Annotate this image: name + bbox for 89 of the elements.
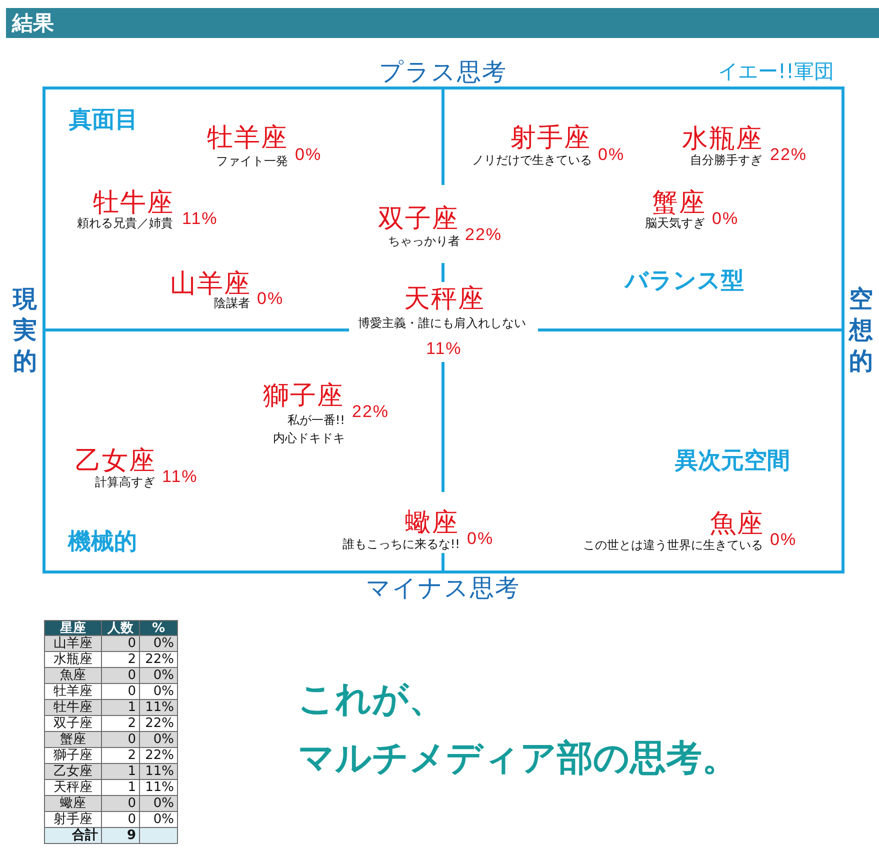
table-cell: 0 bbox=[102, 684, 140, 700]
trait-text: 誰もこっちに来るな!! bbox=[342, 538, 460, 550]
percent-value: 22% bbox=[352, 403, 390, 420]
table-cell: 0% bbox=[140, 636, 178, 652]
table-cell: 2 bbox=[102, 652, 140, 668]
percent-value: 11% bbox=[426, 340, 462, 357]
table-cell: 0% bbox=[140, 684, 178, 700]
title-bar: 結果 bbox=[6, 8, 879, 38]
table-cell: 牡羊座 bbox=[44, 684, 102, 700]
percent-value: 0% bbox=[770, 531, 797, 548]
axis-label: マイナス思考 bbox=[366, 576, 520, 600]
trait-text: 私が一番!!内心ドキドキ bbox=[272, 412, 345, 447]
quadrant-label: 機械的 bbox=[68, 531, 137, 554]
sign-name: 天秤座 bbox=[404, 286, 485, 312]
slogan-text: これが、 bbox=[298, 682, 445, 718]
table-cell: 牡牛座 bbox=[44, 700, 102, 716]
sign-name: 牡牛座 bbox=[93, 190, 174, 216]
table-cell: 1 bbox=[102, 780, 140, 796]
trait-text: ちゃっかり者 bbox=[388, 235, 460, 247]
sign-name: 牡羊座 bbox=[207, 125, 288, 151]
trait-text: 陰謀者 bbox=[214, 297, 250, 309]
table-cell: 0 bbox=[102, 796, 140, 812]
table-cell: 1 bbox=[102, 700, 140, 716]
sign-name: 水瓶座 bbox=[682, 126, 763, 152]
percent-value: 22% bbox=[465, 226, 502, 243]
table-cell: 11% bbox=[140, 700, 178, 716]
axis-label: 現実的 bbox=[13, 284, 37, 377]
percent-value: 11% bbox=[182, 210, 218, 227]
sign-name: 魚座 bbox=[710, 511, 764, 537]
sign-name: 乙女座 bbox=[75, 448, 156, 474]
total-cell: 合計 bbox=[44, 828, 102, 844]
table-cell: 0 bbox=[102, 668, 140, 684]
table-cell: 1 bbox=[102, 764, 140, 780]
table-cell: 水瓶座 bbox=[44, 652, 102, 668]
table-cell: 0 bbox=[102, 812, 140, 828]
table-cell: 22% bbox=[140, 748, 178, 764]
table-cell: 0% bbox=[140, 812, 178, 828]
table-cell: 天秤座 bbox=[44, 780, 102, 796]
quadrant-label: 真面目 bbox=[69, 109, 138, 132]
table-cell: 0% bbox=[140, 796, 178, 812]
percent-value: 0% bbox=[598, 146, 625, 163]
table-cell: 獅子座 bbox=[44, 748, 102, 764]
table-cell: 11% bbox=[140, 780, 178, 796]
table-cell: 蠍座 bbox=[44, 796, 102, 812]
percent-value: 0% bbox=[295, 146, 322, 163]
table-cell: 0 bbox=[102, 636, 140, 652]
table-cell: 11% bbox=[140, 764, 178, 780]
trait-text: 頼れる兄貴／姉貴 bbox=[77, 217, 173, 229]
percent-value: 0% bbox=[712, 210, 739, 227]
table-cell: 0 bbox=[102, 732, 140, 748]
total-cell: 9 bbox=[102, 828, 140, 844]
table-cell: 2 bbox=[102, 748, 140, 764]
slogan-text: マルチメディア部の思考。 bbox=[298, 741, 738, 777]
table-cell: 乙女座 bbox=[44, 764, 102, 780]
trait-text: 博愛主義・誰にも肩入れしない bbox=[358, 317, 526, 329]
table-cell: 2 bbox=[102, 716, 140, 732]
percent-value: 0% bbox=[467, 530, 494, 547]
axis-label: プラス思考 bbox=[379, 60, 507, 84]
trait-text: ノリだけで生きている bbox=[472, 154, 592, 166]
table-cell: 魚座 bbox=[44, 668, 102, 684]
group-label: イエー!!軍団 bbox=[718, 61, 834, 81]
sign-name: 蟹座 bbox=[652, 190, 706, 216]
quadrant-label: バランス型 bbox=[625, 270, 744, 293]
table-header-cell: 星座 bbox=[44, 620, 102, 636]
sign-name: 山羊座 bbox=[170, 271, 251, 297]
trait-text: この世とは違う世界に生きている bbox=[583, 539, 763, 551]
trait-text: 計算高すぎ bbox=[95, 476, 155, 488]
quadrant-label: 異次元空間 bbox=[675, 450, 790, 473]
sign-name: 蠍座 bbox=[405, 510, 459, 536]
table-cell: 双子座 bbox=[44, 716, 102, 732]
table-header-cell: % bbox=[140, 620, 178, 636]
table-cell: 22% bbox=[140, 716, 178, 732]
percent-value: 22% bbox=[770, 146, 808, 163]
sign-name: 獅子座 bbox=[263, 383, 344, 409]
table-cell: 0% bbox=[140, 668, 178, 684]
sign-name: 射手座 bbox=[510, 125, 591, 151]
table-header-cell: 人数 bbox=[102, 620, 140, 636]
table-cell: 蟹座 bbox=[44, 732, 102, 748]
axis-label: 空想的 bbox=[849, 284, 873, 377]
sign-name: 双子座 bbox=[378, 206, 459, 232]
table-cell: 射手座 bbox=[44, 812, 102, 828]
trait-text: 脳天気すぎ bbox=[645, 217, 705, 229]
percent-value: 11% bbox=[162, 468, 198, 485]
trait-text: 自分勝手すぎ bbox=[690, 154, 762, 166]
table-cell: 22% bbox=[140, 652, 178, 668]
percent-value: 0% bbox=[257, 290, 284, 307]
table-cell: 山羊座 bbox=[44, 636, 102, 652]
trait-text: ファイト一発 bbox=[216, 155, 288, 167]
table-cell: 0% bbox=[140, 732, 178, 748]
